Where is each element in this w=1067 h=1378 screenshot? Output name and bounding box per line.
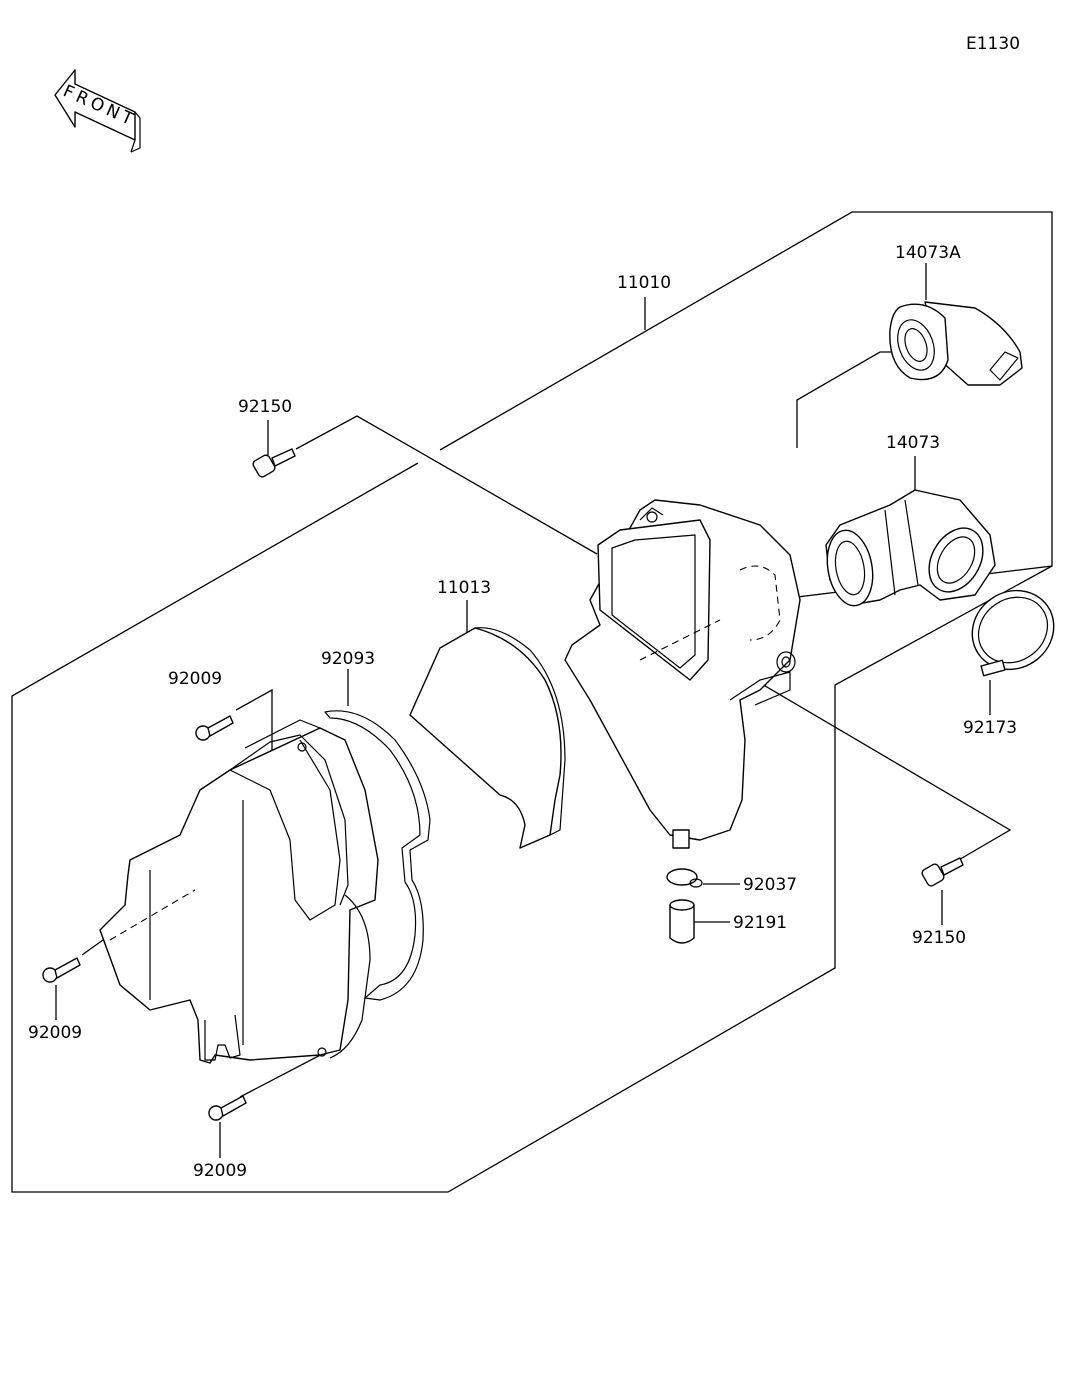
clamp-92173 [971,589,1055,677]
label-92150-top: 92150 [238,397,292,417]
cap-92191 [669,899,695,944]
diagram-code: E1130 [966,34,1020,54]
leader-lines [55,263,1012,1158]
air-cleaner-case [564,499,801,849]
screw-92009-top-icon [195,715,234,741]
label-92009-bottom: 92009 [193,1161,247,1181]
label-92009-top: 92009 [168,669,222,689]
label-11013: 11013 [437,578,491,598]
bolt-92150-right-icon [921,857,964,887]
label-92093: 92093 [321,649,375,669]
screw-92009-left-icon [42,957,81,983]
screw-92009-bottom-icon [208,1095,247,1121]
clip-92037 [666,868,703,888]
label-92191: 92191 [733,913,787,933]
air-cleaner-cover [99,719,379,1064]
bolt-92150-top-icon [252,448,296,478]
label-14073A: 14073A [895,243,961,263]
label-92150-right: 92150 [912,928,966,948]
front-arrow-icon: FRONT [54,69,141,153]
intake-elbow-14073A [889,301,1023,386]
packing-92093 [324,710,431,1001]
label-92173: 92173 [963,718,1017,738]
label-92009-left: 92009 [28,1023,82,1043]
label-11010: 11010 [617,273,671,293]
element-11013 [409,627,566,849]
label-92037: 92037 [743,875,797,895]
label-14073: 14073 [886,433,940,453]
duct-14073 [825,489,996,607]
